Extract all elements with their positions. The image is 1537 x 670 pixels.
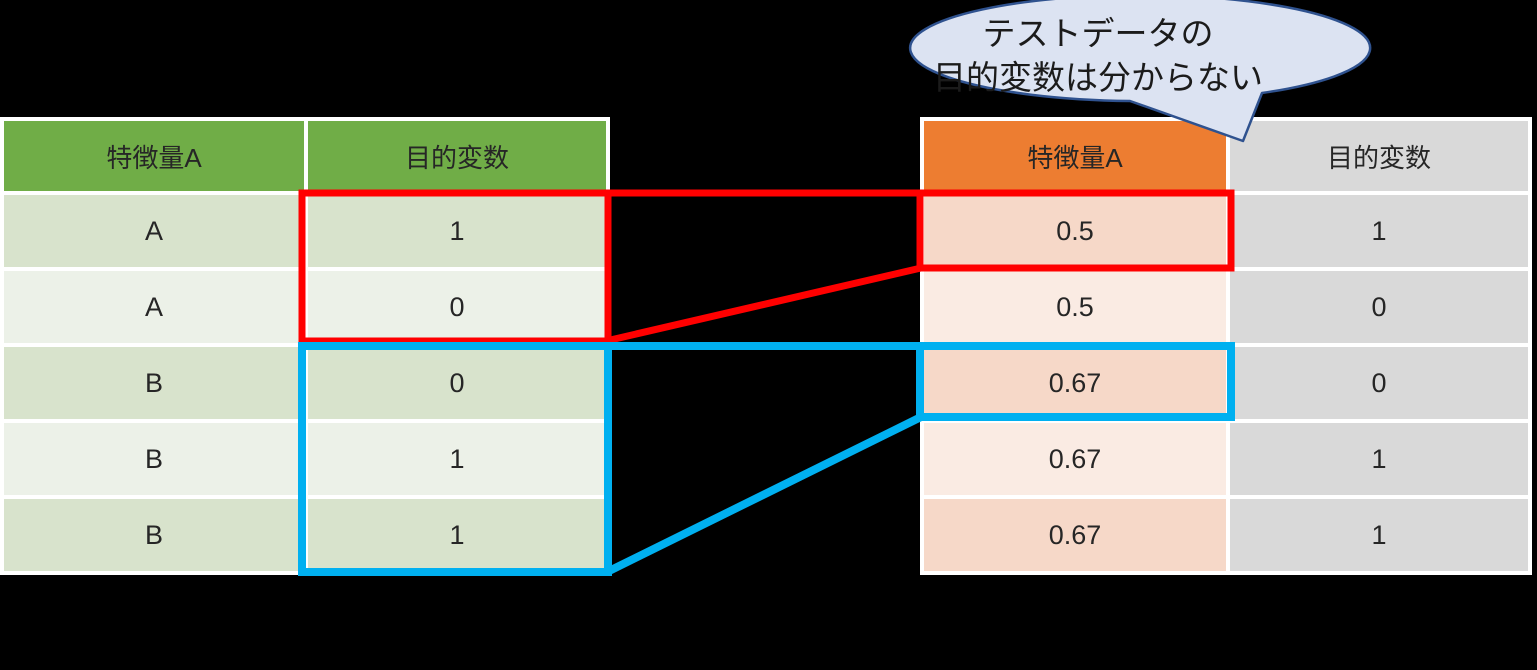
table-row: A 1 [4,195,606,267]
encoded-feature-cell: 0.5 [924,195,1226,267]
train-feature-cell: B [4,347,304,419]
encoded-feature-cell: 0.67 [924,347,1226,419]
encoded-feature-cell: 0.5 [924,271,1226,343]
table-row: 0.5 1 [924,195,1528,267]
training-data-table: 特徴量A 目的変数 A 1 A 0 B 0 B 1 B 1 [0,117,610,575]
train-target-cell: 1 [308,499,606,571]
table-row: 0.67 0 [924,347,1528,419]
train-header-target: 目的変数 [308,121,606,191]
table-row: A 0 [4,271,606,343]
table-row: B 0 [4,347,606,419]
encoded-data-table: 特徴量A 目的変数 0.5 1 0.5 0 0.67 0 0.67 1 0.67… [920,117,1532,575]
speech-bubble-text-line1: テストデータの [982,15,1214,52]
red-connector-diagonal-line [605,264,922,345]
encoded-target-cell: 1 [1230,195,1528,267]
table-row: 0.67 1 [924,499,1528,571]
table-row: 0.67 1 [924,423,1528,495]
table-row: 0.5 0 [924,271,1528,343]
table-row: B 1 [4,499,606,571]
blue-connector-diagonal-line [605,413,923,576]
encoded-target-cell: 1 [1230,423,1528,495]
table-header-row: 特徴量A 目的変数 [924,121,1528,191]
encoded-target-cell: 0 [1230,271,1528,343]
train-target-cell: 0 [308,347,606,419]
train-target-cell: 1 [308,195,606,267]
encoded-header-feature: 特徴量A [924,121,1226,191]
speech-bubble-text-line2: 目的変数は分からない [933,58,1263,96]
train-feature-cell: B [4,423,304,495]
train-feature-cell: A [4,195,304,267]
encoded-target-cell: 0 [1230,347,1528,419]
train-target-cell: 0 [308,271,606,343]
encoded-feature-cell: 0.67 [924,423,1226,495]
encoded-feature-cell: 0.67 [924,499,1226,571]
train-feature-cell: B [4,499,304,571]
train-feature-cell: A [4,271,304,343]
encoded-target-cell: 1 [1230,499,1528,571]
table-header-row: 特徴量A 目的変数 [4,121,606,191]
train-header-feature: 特徴量A [4,121,304,191]
speech-bubble-text: テストデータの 目的変数は分からない [878,12,1318,100]
encoded-header-target: 目的変数 [1230,121,1528,191]
table-row: B 1 [4,423,606,495]
train-target-cell: 1 [308,423,606,495]
